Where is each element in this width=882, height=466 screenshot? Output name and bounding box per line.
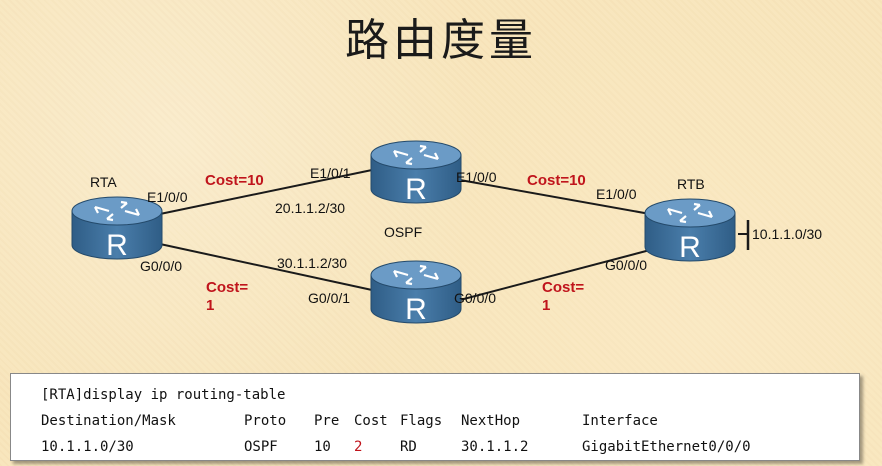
svg-text:R: R [405,173,427,206]
bottom-g001-label: G0/0/1 [308,290,350,306]
cell-pre: 10 [314,439,331,455]
rtb-net-label: 10.1.1.0/30 [752,226,822,242]
cost-bottom-left: Cost= [206,279,248,296]
cell-interface: GigabitEthernet0/0/0 [582,439,751,455]
table-header: Destination/Mask Proto Pre Cost Flags NextHop… [41,408,859,434]
cell-flags: RD [400,439,417,455]
routing-table-output: [RTA]display ip routing-table Destinatio… [10,373,860,461]
cell-destination: 10.1.1.0/30 [41,439,134,455]
header-destination: Destination/Mask [41,413,176,429]
rta-g000-label: G0/0/0 [140,258,182,274]
header-cost: Cost [354,413,388,429]
top-e100-label: E1/0/0 [456,169,497,185]
command-line: [RTA]display ip routing-table [41,387,286,403]
router-bottom-icon[interactable]: R [369,259,463,326]
top-net-label: 20.1.1.2/30 [275,200,345,216]
router-rta-icon[interactable]: R [70,195,164,262]
svg-text:R: R [405,293,427,326]
link-rta-bottom [159,243,373,291]
router-rtb-icon[interactable]: R [643,197,737,264]
rta-name: RTA [90,174,117,190]
link-top-rtb [459,179,651,215]
network-diagram: R R R R RTA E1/0/0 G0/0/0 E1/0/1 E1/0/0 … [70,139,822,326]
table-row: 10.1.1.0/30 OSPF 10 2 RD 30.1.1.2 GigabitEther… [41,434,859,460]
cost-top-left: Cost=10 [205,172,264,189]
cost-bottom-left-value: 1 [206,297,214,314]
header-nexthop: NextHop [461,413,521,429]
link-rta-top [159,169,373,215]
header-interface: Interface [582,413,658,429]
rtb-name: RTB [677,176,705,192]
cell-cost: 2 [354,439,363,455]
rtb-e100-label: E1/0/0 [596,186,637,202]
header-proto: Proto [244,413,287,429]
bottom-net-label: 30.1.1.2/30 [277,255,347,271]
bottom-g000-label: G0/0/0 [454,290,496,306]
cost-bottom-right: Cost= [542,279,584,296]
header-flags: Flags [400,413,443,429]
svg-text:R: R [679,231,701,264]
rtb-g000-label: G0/0/0 [605,257,647,273]
page-title: 路由度量 [345,15,537,66]
ospf-label: OSPF [384,224,422,240]
router-top-icon[interactable]: R [369,139,463,206]
cost-top-right: Cost=10 [527,172,586,189]
header-pre: Pre [314,413,340,429]
cell-nexthop: 30.1.1.2 [461,439,529,455]
top-e101-label: E1/0/1 [310,165,351,181]
cost-bottom-right-value: 1 [542,297,550,314]
rta-e100-label: E1/0/0 [147,189,188,205]
svg-text:R: R [106,229,128,262]
cell-proto: OSPF [244,439,278,455]
link-bottom-rtb [459,249,651,301]
